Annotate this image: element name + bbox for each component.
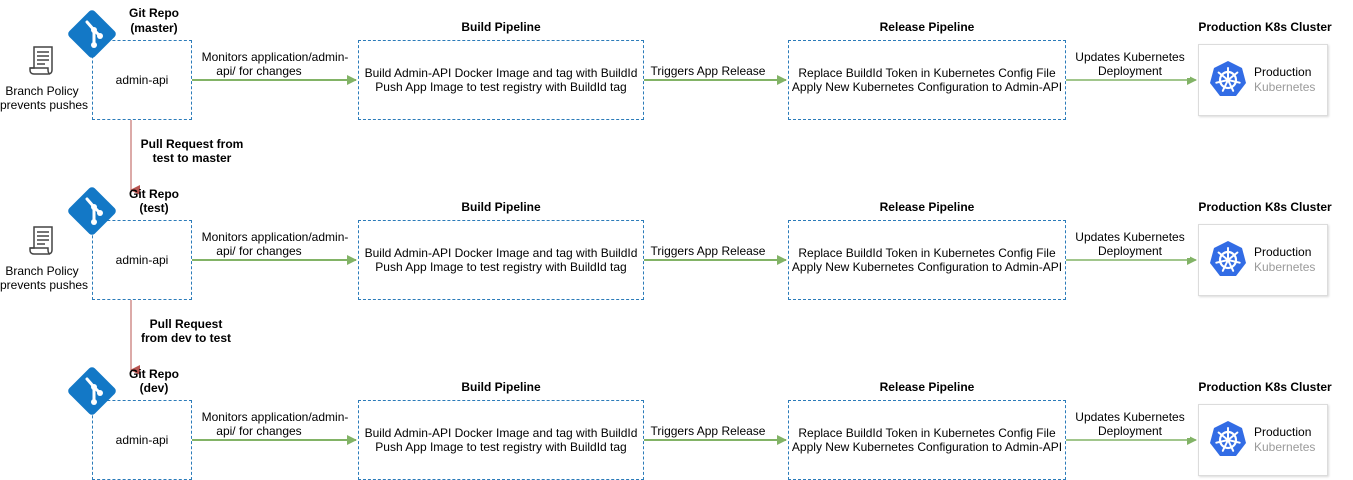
update-label-line2: Deployment [1070, 64, 1190, 78]
policy-document-icon [29, 46, 53, 75]
update-label-line1: Updates Kubernetes [1070, 50, 1190, 64]
monitor-label-line2: api/ for changes [196, 64, 322, 78]
trigger-label: Triggers App Release [646, 64, 770, 78]
policy-label-line1: Branch Policy [5, 84, 79, 98]
git-icon [68, 10, 116, 58]
release-pipeline-header: Release Pipeline [879, 20, 975, 34]
trigger-label: Triggers App Release [646, 424, 770, 438]
release-pipeline-header: Release Pipeline [879, 200, 975, 214]
pull-request-label-line2: from dev to test [140, 331, 231, 345]
repo-box-test[interactable]: admin-api [92, 220, 192, 300]
build-pipeline-box[interactable]: Build Admin-API Docker Image and tag wit… [358, 400, 644, 480]
build-step-2: Push App Image to test registry with Bui… [375, 260, 627, 274]
k8s-cluster-card[interactable]: Production Kubernetes [1198, 224, 1328, 296]
build-pipeline-box[interactable]: Build Admin-API Docker Image and tag wit… [358, 40, 644, 120]
monitor-label-line1: Monitors application/admin- [196, 410, 354, 424]
pull-request-label-line1: Pull Request from [140, 137, 244, 151]
repo-title: Git Repo [129, 6, 179, 20]
build-step-1: Build Admin-API Docker Image and tag wit… [364, 66, 638, 80]
build-step-1: Build Admin-API Docker Image and tag wit… [364, 246, 638, 260]
repo-box-master[interactable]: admin-api [92, 40, 192, 120]
update-label-line2: Deployment [1070, 424, 1190, 438]
release-step-1: Replace BuildId Token in Kubernetes Conf… [798, 246, 1056, 260]
kubernetes-icon [1210, 241, 1246, 276]
monitor-label-line2: api/ for changes [196, 424, 322, 438]
release-step-2: Apply New Kubernetes Configuration to Ad… [791, 260, 1063, 274]
kubernetes-icon [1210, 421, 1246, 456]
repo-title: Git Repo [129, 367, 179, 381]
release-step-1: Replace BuildId Token in Kubernetes Conf… [798, 66, 1056, 80]
git-icon [68, 187, 116, 235]
policy-document-icon [29, 226, 53, 255]
release-pipeline-box[interactable]: Replace BuildId Token in Kubernetes Conf… [788, 40, 1066, 120]
update-label-line1: Updates Kubernetes [1070, 230, 1190, 244]
release-step-2: Apply New Kubernetes Configuration to Ad… [791, 80, 1063, 94]
policy-label-line2: prevents pushes [0, 98, 89, 112]
release-pipeline-header: Release Pipeline [879, 380, 975, 394]
repo-title: Git Repo [129, 187, 179, 201]
cluster-header: Production K8s Cluster [1198, 20, 1332, 34]
repo-branch: (dev) [139, 381, 169, 395]
repo-box-label: admin-api [115, 433, 169, 447]
release-pipeline-box[interactable]: Replace BuildId Token in Kubernetes Conf… [788, 220, 1066, 300]
policy-label-line1: Branch Policy [5, 264, 79, 278]
monitor-label-line1: Monitors application/admin- [196, 50, 354, 64]
update-label-line2: Deployment [1070, 244, 1190, 258]
cluster-label: Production [1254, 65, 1312, 79]
cluster-sublabel: Kubernetes [1254, 440, 1316, 454]
update-label-line1: Updates Kubernetes [1070, 410, 1190, 424]
cluster-header: Production K8s Cluster [1198, 380, 1332, 394]
build-pipeline-header: Build Pipeline [461, 20, 541, 34]
trigger-label: Triggers App Release [646, 244, 770, 258]
repo-box-label: admin-api [115, 73, 169, 87]
kubernetes-icon [1210, 61, 1246, 96]
cluster-sublabel: Kubernetes [1254, 260, 1316, 274]
build-step-1: Build Admin-API Docker Image and tag wit… [364, 426, 638, 440]
cluster-header: Production K8s Cluster [1198, 200, 1332, 214]
repo-box-label: admin-api [115, 253, 169, 267]
pull-request-label-line1: Pull Request [149, 317, 223, 331]
build-pipeline-box[interactable]: Build Admin-API Docker Image and tag wit… [358, 220, 644, 300]
repo-branch: (master) [130, 21, 178, 35]
policy-label-line2: prevents pushes [0, 278, 89, 292]
release-pipeline-box[interactable]: Replace BuildId Token in Kubernetes Conf… [788, 400, 1066, 480]
repo-branch: (test) [139, 201, 169, 215]
build-pipeline-header: Build Pipeline [461, 380, 541, 394]
monitor-label-line1: Monitors application/admin- [196, 230, 354, 244]
release-step-1: Replace BuildId Token in Kubernetes Conf… [798, 426, 1056, 440]
build-step-2: Push App Image to test registry with Bui… [375, 440, 627, 454]
build-step-2: Push App Image to test registry with Bui… [375, 80, 627, 94]
git-icon [68, 367, 116, 415]
release-step-2: Apply New Kubernetes Configuration to Ad… [791, 440, 1063, 454]
k8s-cluster-card[interactable]: Production Kubernetes [1198, 44, 1328, 116]
monitor-label-line2: api/ for changes [196, 244, 322, 258]
build-pipeline-header: Build Pipeline [461, 200, 541, 214]
pull-request-label-line2: test to master [152, 151, 232, 165]
cluster-sublabel: Kubernetes [1254, 80, 1316, 94]
k8s-cluster-card[interactable]: Production Kubernetes [1198, 404, 1328, 476]
cluster-label: Production [1254, 425, 1312, 439]
cluster-label: Production [1254, 245, 1312, 259]
